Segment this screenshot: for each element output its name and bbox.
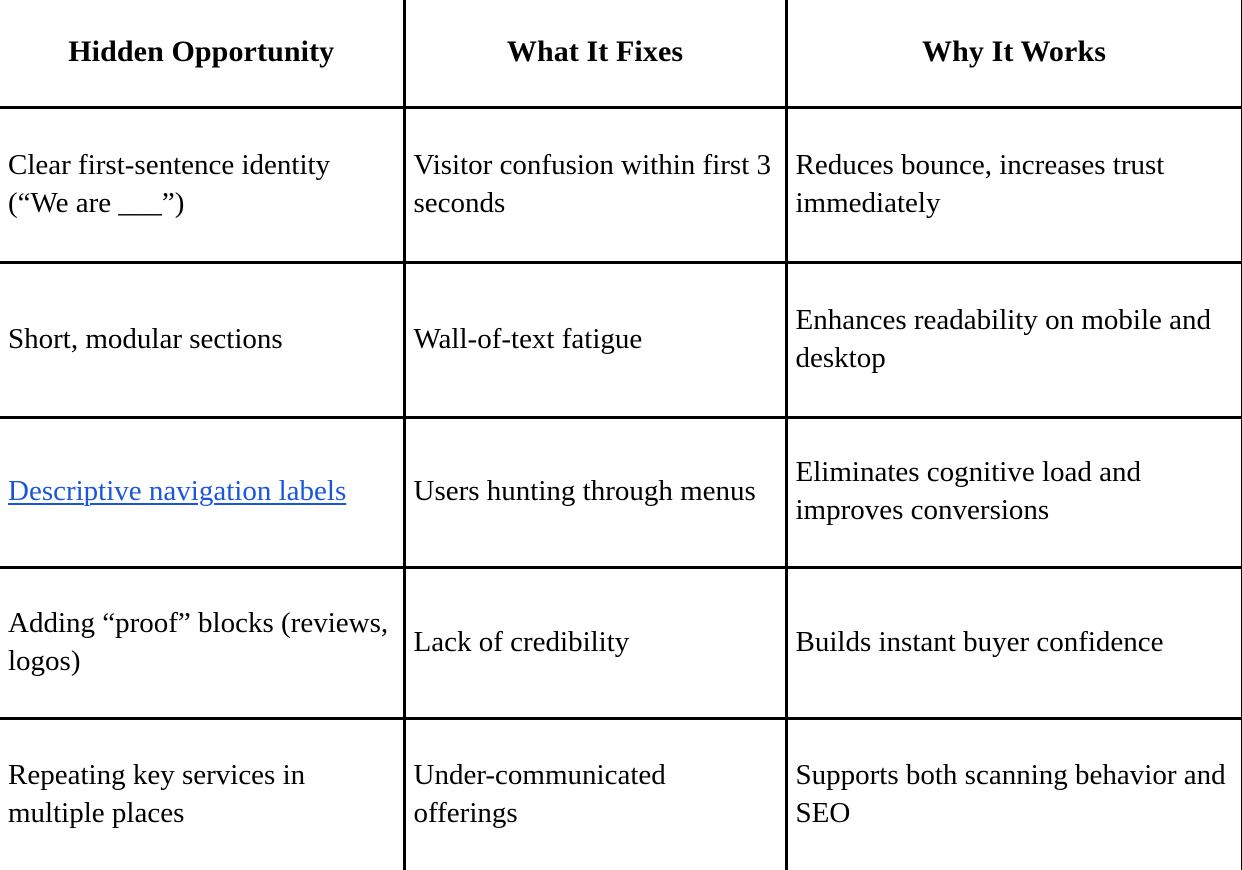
cell-works: Supports both scanning behavior and SEO (786, 718, 1242, 870)
column-header-what-it-fixes: What It Fixes (404, 0, 788, 109)
cell-fixes: Users hunting through menus (404, 417, 788, 569)
cell-opportunity: Adding “proof” blocks (reviews, logos) (0, 567, 406, 720)
column-header-why-it-works: Why It Works (786, 0, 1242, 109)
opportunity-text: Clear first-sentence identity (“We are _… (8, 148, 331, 219)
cell-fixes: Lack of credibility (404, 567, 788, 720)
cell-opportunity: Descriptive navigation labels (0, 417, 406, 569)
table-row: Short, modular sections Wall-of-text fat… (0, 262, 1242, 419)
table-header: Hidden Opportunity What It Fixes Why It … (0, 0, 1242, 109)
cell-fixes: Under-communicated offerings (404, 718, 788, 870)
opportunity-text: Repeating key services in multiple place… (8, 759, 306, 829)
cell-works: Eliminates cognitive load and improves c… (786, 417, 1242, 569)
opportunity-text: Short, modular sections (8, 322, 283, 355)
cell-works: Enhances readability on mobile and deskt… (786, 262, 1242, 419)
table-header-row: Hidden Opportunity What It Fixes Why It … (0, 0, 1242, 109)
cell-fixes: Visitor confusion within first 3 seconds (404, 107, 788, 264)
cell-works: Reduces bounce, increases trust immediat… (786, 107, 1242, 264)
table-row: Adding “proof” blocks (reviews, logos) L… (0, 567, 1242, 720)
fixes-text: Visitor confusion within first 3 seconds (413, 148, 772, 219)
descriptive-navigation-labels-link[interactable]: Descriptive navigation labels (8, 475, 347, 508)
fixes-text: Lack of credibility (413, 625, 630, 658)
cell-fixes: Wall-of-text fatigue (404, 262, 788, 419)
cell-opportunity: Repeating key services in multiple place… (0, 718, 406, 870)
works-text: Enhances readability on mobile and deskt… (795, 303, 1212, 374)
fixes-text: Users hunting through menus (413, 475, 756, 508)
works-text: Builds instant buyer confidence (795, 625, 1164, 658)
works-text: Supports both scanning behavior and SEO (795, 759, 1226, 829)
table-body: Clear first-sentence identity (“We are _… (0, 107, 1242, 870)
cell-opportunity: Short, modular sections (0, 262, 406, 419)
table-row: Repeating key services in multiple place… (0, 718, 1242, 870)
works-text: Eliminates cognitive load and improves c… (795, 456, 1142, 526)
table-row: Descriptive navigation labels Users hunt… (0, 417, 1242, 569)
fixes-text: Wall-of-text fatigue (413, 322, 643, 355)
column-header-hidden-opportunity: Hidden Opportunity (0, 0, 406, 109)
opportunity-text: Adding “proof” blocks (reviews, logos) (8, 606, 389, 677)
fixes-text: Under-communicated offerings (413, 759, 666, 829)
works-text: Reduces bounce, increases trust immediat… (795, 148, 1165, 219)
table-row: Clear first-sentence identity (“We are _… (0, 107, 1242, 264)
cell-opportunity: Clear first-sentence identity (“We are _… (0, 107, 406, 264)
cell-works: Builds instant buyer confidence (786, 567, 1242, 720)
